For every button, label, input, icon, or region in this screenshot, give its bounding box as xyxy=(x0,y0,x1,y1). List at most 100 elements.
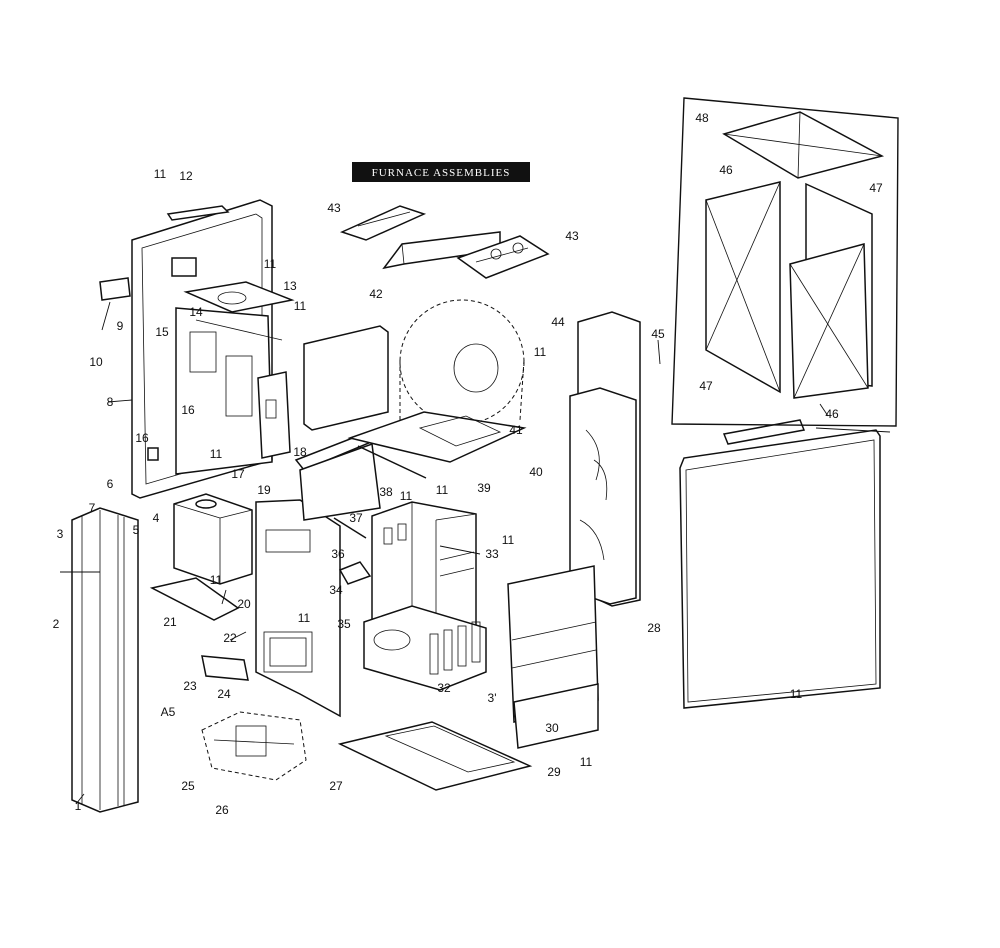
part-side-panel-right xyxy=(569,311,641,607)
label-part-19: 19 xyxy=(257,483,271,497)
label-part-43: 43 xyxy=(327,201,341,215)
label-part-2: 2 xyxy=(53,617,60,631)
part-base-pan xyxy=(337,721,533,791)
label-part-34: 34 xyxy=(329,583,343,597)
label-part-11: 11 xyxy=(298,611,311,625)
label-part-31: 3' xyxy=(488,691,497,705)
part-valve-bracket xyxy=(338,561,372,585)
part-base-bracket xyxy=(149,577,240,621)
part-bracket xyxy=(99,277,131,301)
label-part-46: 46 xyxy=(825,407,839,421)
label-part-35: 35 xyxy=(337,617,351,631)
part-access-door xyxy=(257,371,291,459)
label-part-15: 15 xyxy=(155,325,169,339)
part-front-door xyxy=(679,429,881,709)
label-part-27: 27 xyxy=(329,779,343,793)
label-part-25: 25 xyxy=(181,779,195,793)
label-part-42: 42 xyxy=(369,287,383,301)
part-strip xyxy=(294,431,381,521)
part-burner-tubes xyxy=(363,605,487,691)
part-top-cover xyxy=(722,111,885,179)
label-part-45: 45 xyxy=(651,327,665,341)
label-part-16: 16 xyxy=(181,403,195,417)
part-side-panel-left xyxy=(71,507,139,813)
label-part-39: 39 xyxy=(477,481,491,495)
label-part-23: 23 xyxy=(183,679,197,693)
label-part-11: 11 xyxy=(502,533,515,547)
part-filter-left xyxy=(339,205,427,241)
part-inner-panel xyxy=(175,307,283,475)
label-part-29: 29 xyxy=(547,765,561,779)
label-part-48: 48 xyxy=(695,111,709,125)
label-part-37: 37 xyxy=(349,511,363,525)
label-part-12: 12 xyxy=(179,169,193,183)
label-part-10: 10 xyxy=(89,355,103,369)
label-part-18: 18 xyxy=(293,445,307,459)
part-top-plate xyxy=(183,281,295,313)
label-part-6: 6 xyxy=(107,477,114,491)
label-a5: A5 xyxy=(161,705,176,719)
part-small-strip xyxy=(333,517,367,539)
label-part-17: 17 xyxy=(231,467,245,481)
label-part-14: 14 xyxy=(189,305,203,319)
label-part-11: 11 xyxy=(210,573,223,587)
label-part-43: 43 xyxy=(565,229,579,243)
label-part-9: 9 xyxy=(117,319,124,333)
part-divider-panel xyxy=(303,325,389,431)
label-part-7: 7 xyxy=(89,501,96,515)
label-part-32: 32 xyxy=(437,681,451,695)
label-part-24: 24 xyxy=(217,687,231,701)
label-part-8: 8 xyxy=(107,395,114,409)
label-part-26: 26 xyxy=(215,803,229,817)
leader-lines xyxy=(60,301,891,805)
part-filter-right xyxy=(456,235,550,279)
label-part-36: 36 xyxy=(331,547,345,561)
part-front-panel xyxy=(255,499,341,718)
part-blower-deck xyxy=(347,411,527,463)
label-part-11: 11 xyxy=(436,483,449,497)
label-part-38: 38 xyxy=(379,485,393,499)
label-part-16: 16 xyxy=(135,431,149,445)
label-part-40: 40 xyxy=(529,465,543,479)
part-labels: 1 2 3 4 5 6 7 8 9 10 11 11 11 11 11 11 1… xyxy=(53,111,883,817)
label-part-13: 13 xyxy=(283,279,297,293)
label-part-30: 30 xyxy=(545,721,559,735)
label-part-11: 11 xyxy=(580,755,593,769)
label-part-20: 20 xyxy=(237,597,251,611)
label-part-22: 22 xyxy=(223,631,237,645)
label-part-33: 33 xyxy=(485,547,499,561)
title-banner: FURNACE ASSEMBLIES xyxy=(352,162,530,182)
part-cabinet-box xyxy=(671,97,899,427)
part-support-bar xyxy=(357,445,427,479)
part-burner-assembly xyxy=(201,711,307,781)
label-part-3: 3 xyxy=(57,527,64,541)
label-part-46: 46 xyxy=(719,163,733,177)
label-part-11: 11 xyxy=(790,687,803,701)
label-part-47: 47 xyxy=(699,379,713,393)
diagram-title: FURNACE ASSEMBLIES xyxy=(372,167,511,179)
label-part-11: 11 xyxy=(210,447,223,461)
part-lower-panel xyxy=(507,565,599,749)
label-part-4: 4 xyxy=(153,511,160,525)
part-top-strip xyxy=(166,205,230,221)
label-part-11: 11 xyxy=(154,167,167,181)
label-part-28: 28 xyxy=(647,621,661,635)
label-part-1: 1 xyxy=(75,799,82,813)
label-part-44: 44 xyxy=(551,315,565,329)
part-door-strip xyxy=(722,419,806,445)
part-junction-box xyxy=(173,493,253,585)
label-part-5: 5 xyxy=(133,523,140,537)
label-part-11: 11 xyxy=(264,257,277,271)
part-blower-housing xyxy=(399,299,525,425)
label-part-47: 47 xyxy=(869,181,883,195)
part-blower-top xyxy=(382,231,501,270)
label-part-21: 21 xyxy=(163,615,177,629)
label-part-11: 11 xyxy=(400,489,413,503)
part-side-panel-46 xyxy=(705,181,781,394)
part-access-cover xyxy=(201,655,249,681)
label-part-11: 11 xyxy=(534,345,547,359)
label-part-11: 11 xyxy=(294,299,307,313)
label-part-41: 41 xyxy=(509,423,523,437)
part-side-panel-47 xyxy=(789,182,873,399)
